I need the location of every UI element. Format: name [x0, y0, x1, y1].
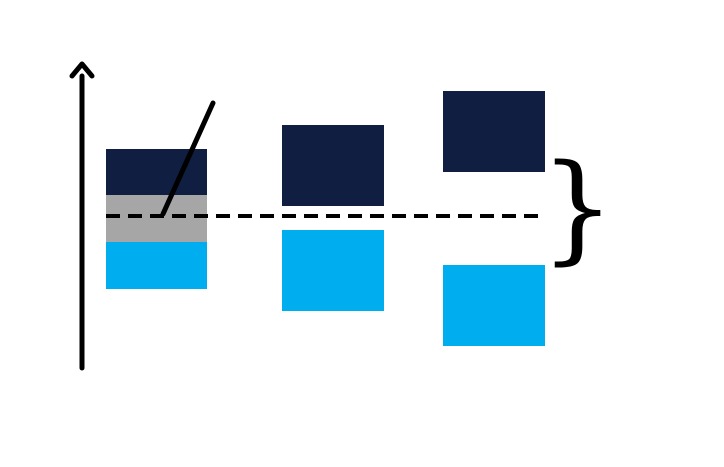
- group-1-light-block: [106, 242, 207, 289]
- vertical-arrow-icon: [69, 61, 95, 79]
- group-2-dark-block: [282, 125, 384, 206]
- group-1-gray-block: [106, 195, 207, 242]
- group-2-light-block: [282, 230, 384, 311]
- diagonal-pointer-line: [160, 100, 216, 217]
- group-3-light-block: [443, 265, 545, 346]
- group-3-dark-block: [443, 91, 545, 172]
- right-curly-brace-icon: }: [540, 138, 616, 276]
